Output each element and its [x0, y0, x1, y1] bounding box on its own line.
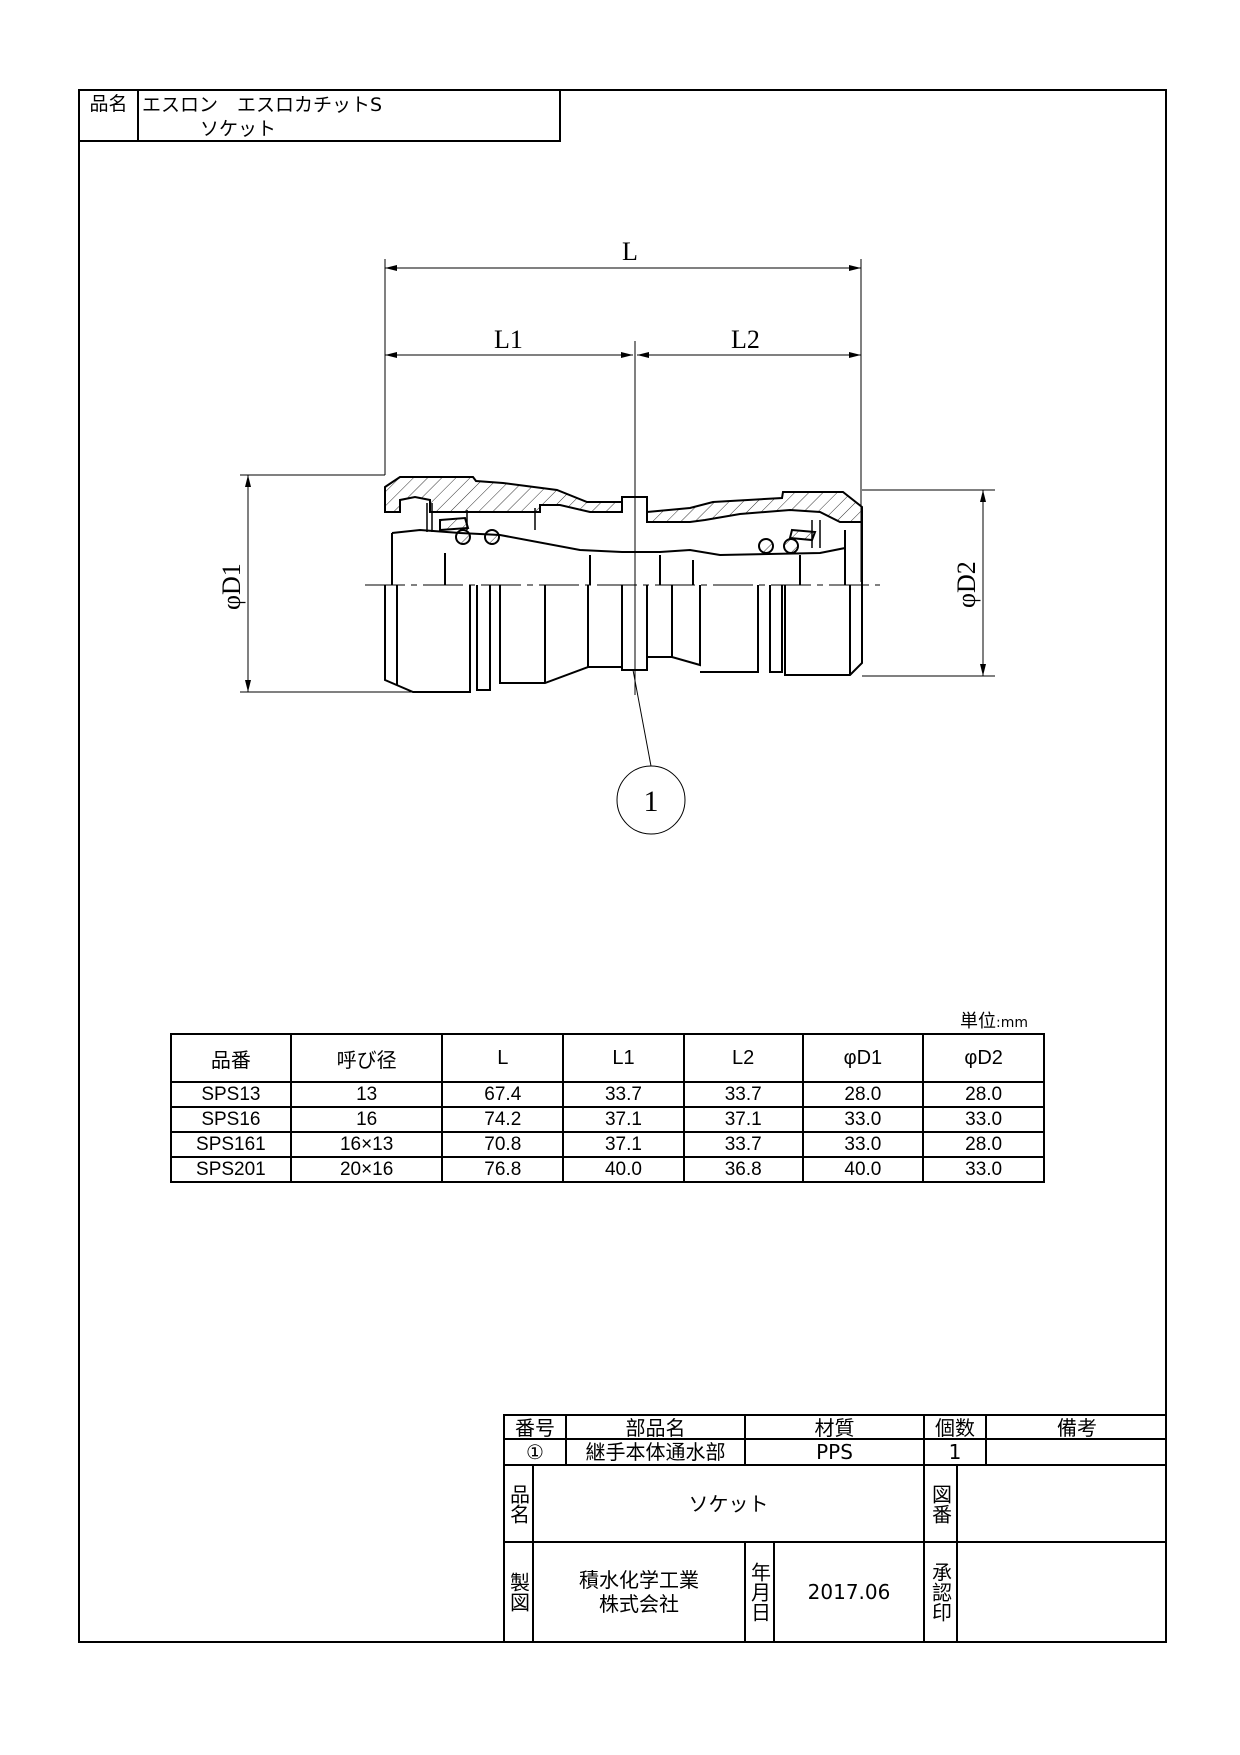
- label-L1: L1: [494, 325, 523, 354]
- table-cell: 33.0: [801, 1131, 925, 1158]
- unit-label: 単位:mm: [960, 1007, 1028, 1033]
- table-cell: 70.8: [441, 1131, 565, 1158]
- part-balloon: [616, 765, 686, 835]
- name-value: ソケット: [688, 1491, 769, 1516]
- label-D1: φD1: [217, 563, 246, 610]
- label-D2: φD2: [952, 561, 981, 608]
- unit-label-text: 単位: [960, 1011, 996, 1032]
- table-cell: 40.0: [562, 1156, 685, 1183]
- header-cell: L: [441, 1033, 565, 1083]
- product-name-label: 品名: [80, 91, 139, 140]
- header-part-name: 部品名: [625, 1415, 686, 1440]
- maker-line2: 株式会社: [599, 1592, 679, 1616]
- header-remarks: 備考: [1057, 1415, 1097, 1440]
- table-cell: SPS13: [170, 1081, 292, 1108]
- table-cell: 33.7: [682, 1131, 804, 1158]
- table-cell: 28.0: [922, 1081, 1045, 1108]
- table-cell: 40.0: [801, 1156, 925, 1183]
- table-cell: 67.4: [441, 1081, 565, 1108]
- product-name-box: 品名 エスロン エスロカチットS ソケット: [78, 89, 561, 142]
- table-cell: SPS201: [170, 1156, 292, 1183]
- header-cell: φD2: [922, 1033, 1045, 1083]
- label-L: L: [622, 237, 638, 266]
- part-number: ①: [526, 1440, 544, 1464]
- label-L2: L2: [731, 325, 760, 354]
- approval-stamp: [958, 1543, 1167, 1641]
- table-cell: 16: [289, 1106, 444, 1133]
- table-cell: SPS16: [170, 1106, 292, 1133]
- header-cell: L1: [562, 1033, 685, 1083]
- header-material: 材質: [814, 1415, 855, 1440]
- header-cell: φD1: [801, 1033, 925, 1083]
- balloon-leader: [632, 669, 652, 767]
- table-cell: SPS161: [170, 1131, 292, 1158]
- table-cell: 33.0: [922, 1156, 1045, 1183]
- unit-value: :mm: [996, 1015, 1028, 1031]
- table-cell: 37.1: [682, 1106, 804, 1133]
- header-cell: 呼び径: [289, 1033, 444, 1083]
- header-cell: 品番: [170, 1033, 292, 1083]
- header-part-no: 番号: [515, 1415, 555, 1440]
- table-cell: 33.0: [922, 1106, 1045, 1133]
- maker: 積水化学工業 株式会社: [534, 1543, 744, 1641]
- product-type: ソケット: [200, 118, 277, 140]
- table-cell: 36.8: [682, 1156, 804, 1183]
- maker-line1: 積水化学工業: [579, 1568, 699, 1592]
- table-cell: 74.2: [441, 1106, 565, 1133]
- date-value: 2017.06: [807, 1580, 891, 1604]
- balloon-number: 1: [644, 785, 659, 818]
- drawing-number-value: [958, 1466, 1167, 1541]
- table-cell: 33.7: [682, 1081, 804, 1108]
- header-cell: L2: [682, 1033, 804, 1083]
- table-cell: 13: [289, 1081, 444, 1108]
- table-cell: 16×13: [289, 1131, 444, 1158]
- table-cell: 28.0: [801, 1081, 925, 1108]
- part-material: PPS: [816, 1440, 853, 1464]
- approval-label: 承認印: [928, 1562, 953, 1622]
- title-block: 番号 部品名 材質 個数 備考 ① 継手本体通水部 PPS 1 品名 ソケット …: [503, 1414, 1167, 1643]
- part-quantity: 1: [948, 1440, 962, 1464]
- header-quantity: 個数: [935, 1415, 975, 1440]
- table-header-row: 品番 呼び径 L L1 L2 φD1 φD2: [170, 1033, 1045, 1083]
- part-name: 継手本体通水部: [585, 1440, 726, 1464]
- name-label: 品名: [506, 1483, 531, 1524]
- table-cell: 33.7: [562, 1081, 685, 1108]
- table-cell: 76.8: [441, 1156, 565, 1183]
- table-cell: 37.1: [562, 1106, 685, 1133]
- date-label: 年月日: [747, 1562, 772, 1622]
- product-series: エスロン エスロカチットS: [142, 94, 383, 116]
- drafter-label: 製図: [506, 1572, 531, 1612]
- socket-section-drawing: L L1 L2 φD1 φD2 1: [217, 237, 995, 835]
- part-remarks: [987, 1440, 1167, 1464]
- drawing-number-label: 図番: [928, 1483, 953, 1524]
- table-cell: 33.0: [801, 1106, 925, 1133]
- table-cell: 37.1: [562, 1131, 685, 1158]
- table-cell: 28.0: [922, 1131, 1045, 1158]
- table-cell: 20×16: [289, 1156, 444, 1183]
